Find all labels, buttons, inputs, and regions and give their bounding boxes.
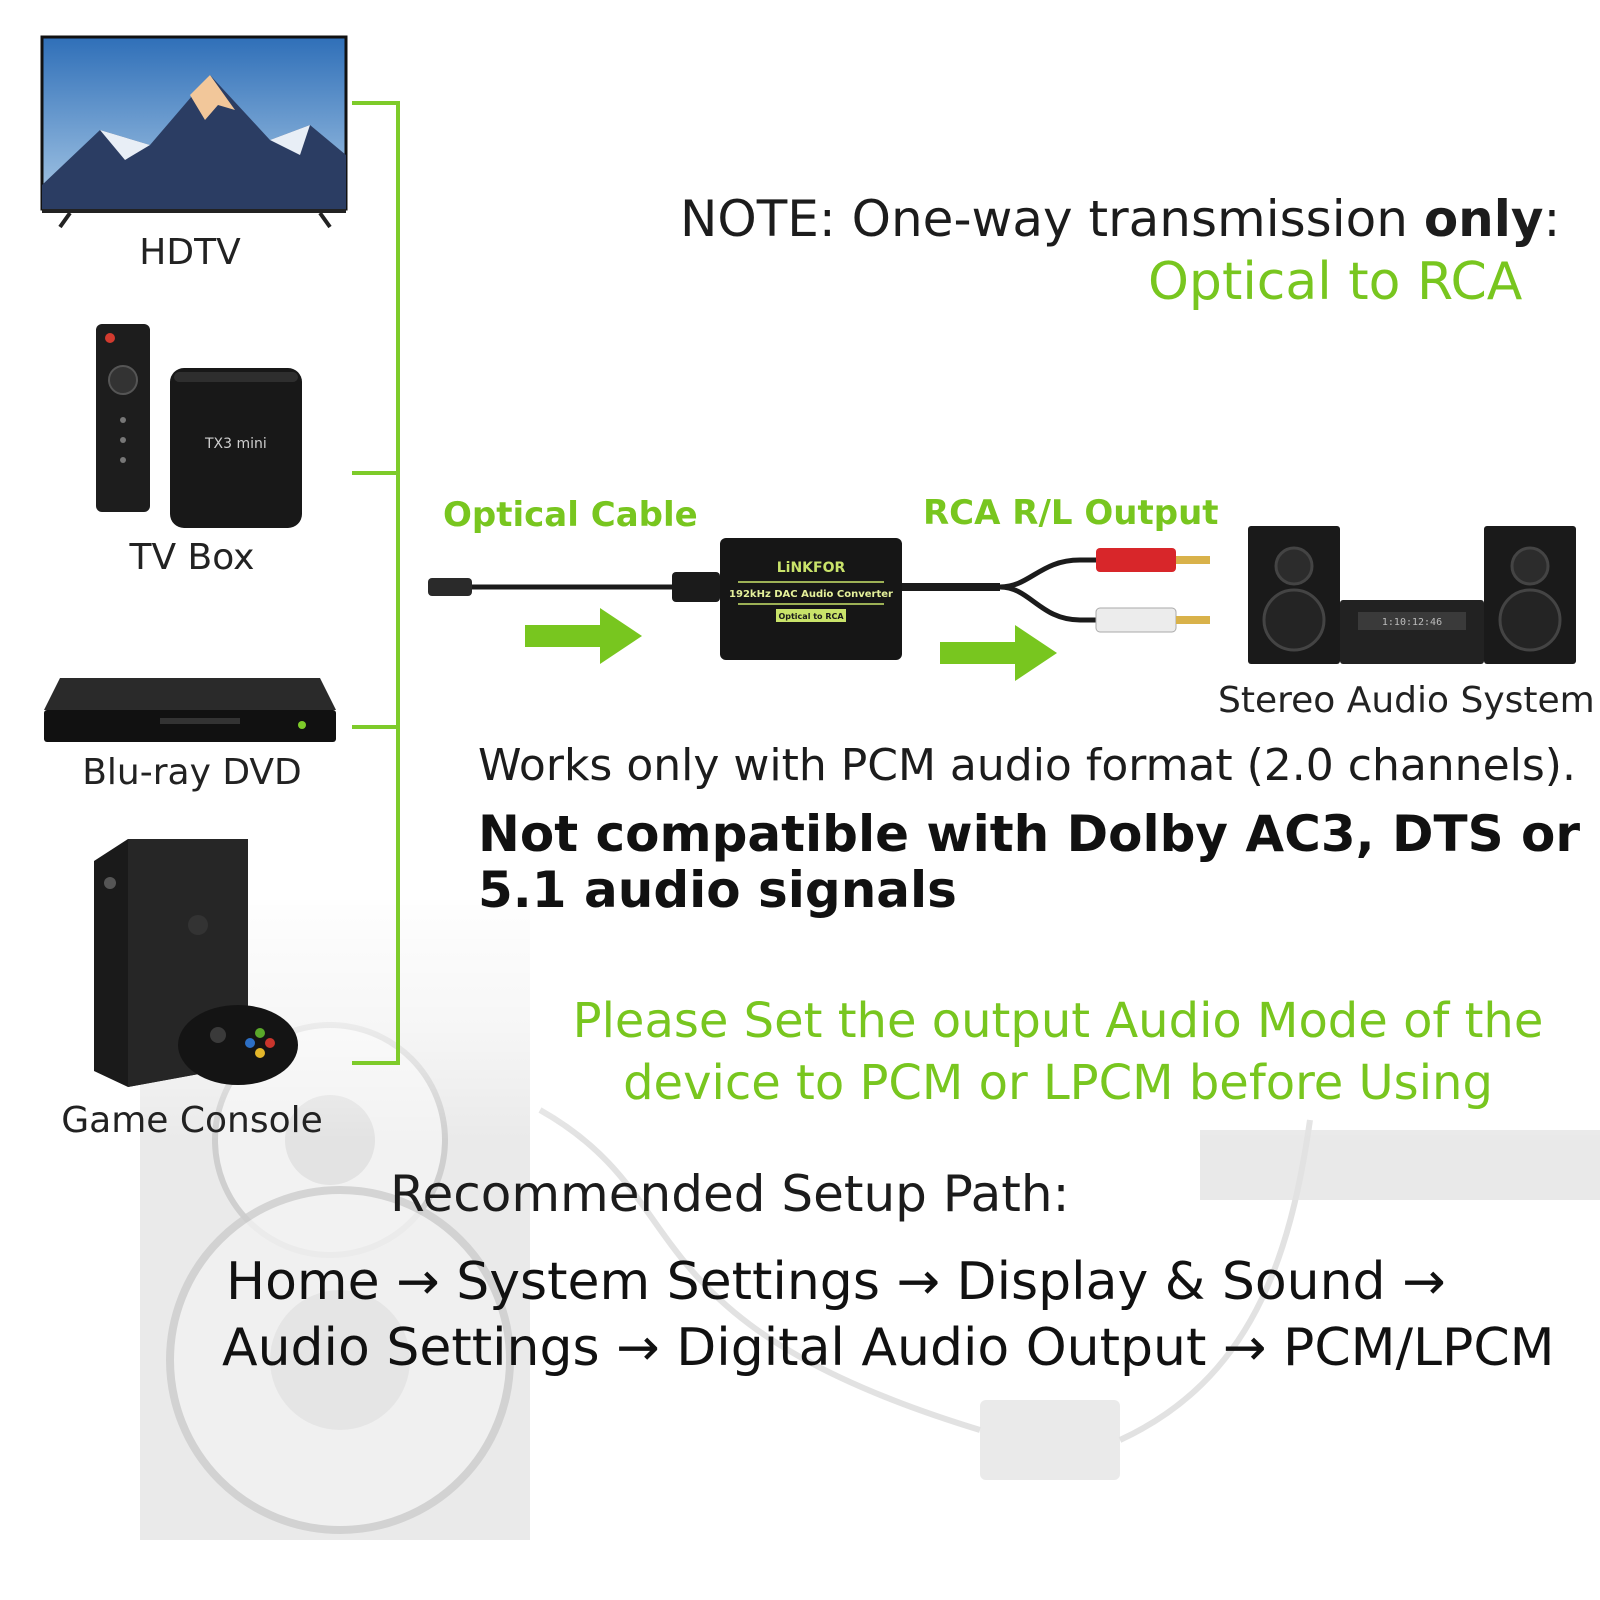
bluray-player-icon <box>44 678 336 742</box>
setup-path-line-2: Audio Settings → Digital Audio Output → … <box>222 1318 1555 1378</box>
stereo-system-icon: 1:10:12:46 <box>1248 526 1576 664</box>
compatibility-warning: Not compatible with Dolby AC3, DTS or 5.… <box>478 805 1581 919</box>
toslink-plug-icon <box>428 578 472 596</box>
rca-output-label: RCA R/L Output <box>923 493 1219 533</box>
svg-text:TX3 mini: TX3 mini <box>204 436 267 452</box>
device-label-bluray: Blu-ray DVD <box>82 752 302 793</box>
optical-cable-label: Optical Cable <box>443 495 698 535</box>
device-label-hdtv: HDTV <box>139 232 241 273</box>
note-emphasis: only <box>1423 190 1544 248</box>
setup-path-line-1: Home → System Settings → Display & Sound… <box>226 1252 1446 1312</box>
pcm-instruction: Please Set the output Audio Mode of the … <box>572 993 1544 1111</box>
signal-arrow-icon <box>525 608 642 664</box>
receiver-display: 1:10:12:46 <box>1382 617 1442 628</box>
converter-model: 192kHz DAC Audio Converter <box>729 589 893 600</box>
rca-white-plug-icon <box>1095 607 1177 633</box>
game-console-icon <box>94 839 298 1087</box>
hdtv-icon <box>40 35 348 229</box>
note-heading: NOTE: One-way transmission only: <box>680 190 1560 248</box>
signal-arrow-icon <box>940 625 1057 681</box>
converter-brand: LiNKFOR <box>777 560 846 576</box>
note-direction: Optical to RCA <box>1148 252 1523 312</box>
converter-tag: Optical to RCA <box>778 612 844 621</box>
rca-red-plug-icon <box>1096 548 1176 572</box>
note-suffix: : <box>1543 190 1561 248</box>
stereo-system-label: Stereo Audio System <box>1218 680 1595 721</box>
device-bracket <box>352 101 400 1065</box>
device-label-game-console: Game Console <box>61 1100 323 1141</box>
connection-diagram: LiNKFOR 192kHz DAC Audio Converter Optic… <box>428 538 1210 681</box>
setup-path-title: Recommended Setup Path: <box>390 1165 1070 1223</box>
converter-box-icon <box>720 538 902 660</box>
device-label-tv-box: TV Box <box>129 537 255 578</box>
note-prefix: NOTE: One-way transmission <box>680 190 1424 248</box>
tv-box-icon: TX3 mini <box>96 324 302 528</box>
compatibility-works: Works only with PCM audio format (2.0 ch… <box>478 740 1576 791</box>
